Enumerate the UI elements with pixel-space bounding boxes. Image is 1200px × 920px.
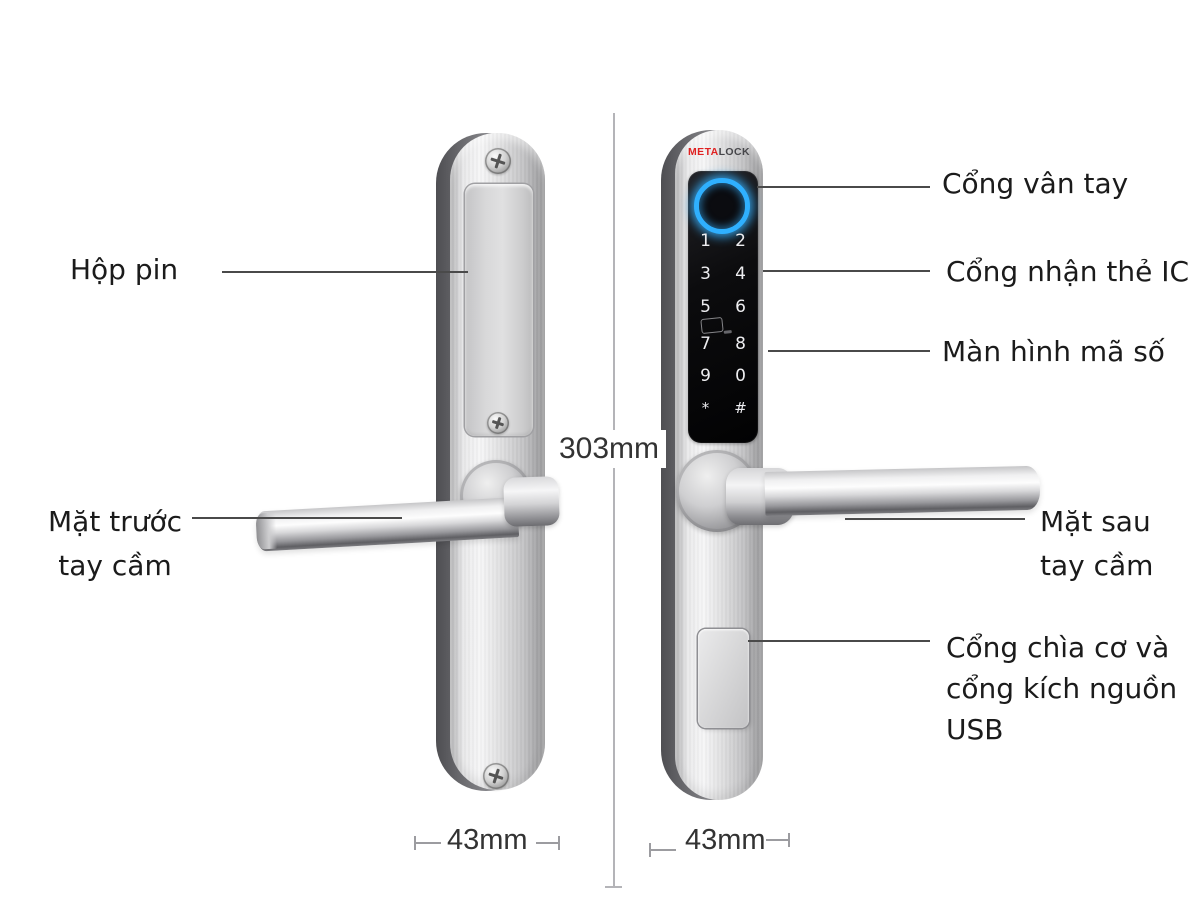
front-handle-end (503, 476, 560, 527)
width-tick-icon (414, 836, 416, 850)
width-tick-icon (788, 833, 790, 847)
label-front-handle: Mặt trước tay cầm (45, 500, 185, 588)
key-usb-port-cover (698, 629, 749, 728)
width-dimension-label-left: 43mm (447, 824, 528, 856)
width-tick-icon (649, 843, 651, 857)
label-key-usb-line1: Cổng chìa cơ và (946, 631, 1170, 664)
brand-logo: METALOCK (675, 146, 763, 158)
width-tick-icon (536, 842, 558, 844)
height-dimension-end-cap (605, 886, 622, 888)
key-hash: # (734, 399, 747, 417)
label-fingerprint: Cổng vân tay (942, 167, 1129, 200)
brand-logo-meta: META (688, 146, 719, 158)
screw-icon (483, 763, 509, 789)
key-1: 1 (700, 231, 711, 251)
leader-line-rear-handle (845, 518, 1025, 520)
key-0: 0 (735, 366, 746, 386)
key-8: 8 (735, 334, 746, 354)
keypad-panel: 1 2 3 4 5 6 7 8 9 0 * # (688, 171, 758, 443)
key-4: 4 (735, 264, 746, 284)
fingerprint-sensor-icon (694, 178, 750, 234)
width-dimension-label-right: 43mm (685, 824, 766, 856)
key-5: 5 (700, 297, 711, 317)
keypad-row: 7 8 (688, 334, 758, 354)
label-key-usb: Cổng chìa cơ và cổng kích nguồn USB (946, 627, 1177, 750)
height-dimension-line (613, 113, 615, 887)
label-rear-handle-line1: Mặt sau (1040, 505, 1151, 538)
key-7: 7 (700, 334, 711, 354)
label-key-usb-line3: USB (946, 713, 1004, 746)
ic-card-zone-icon (700, 316, 724, 335)
key-9: 9 (700, 366, 711, 386)
leader-line-code-screen (768, 350, 930, 352)
label-ic-card: Cổng nhận thẻ IC (946, 255, 1190, 288)
screw-icon (485, 148, 511, 174)
key-star: * (701, 399, 710, 417)
keypad-row: 5 6 (688, 297, 758, 317)
label-code-screen: Màn hình mã số (942, 335, 1165, 368)
key-3: 3 (700, 264, 711, 284)
rear-handle (764, 465, 1041, 516)
width-tick-icon (651, 849, 676, 851)
width-tick-icon (766, 839, 788, 841)
leader-line-fingerprint (757, 186, 930, 188)
label-rear-handle: Mặt sau tay cầm (1040, 500, 1153, 588)
key-2: 2 (735, 231, 746, 251)
screw-icon (487, 412, 509, 434)
leader-line-battery (222, 271, 468, 273)
label-front-handle-line1: Mặt trước (48, 505, 182, 538)
battery-compartment-panel (465, 184, 533, 436)
height-dimension-label: 303mm (552, 430, 667, 468)
width-tick-icon (416, 842, 441, 844)
leader-line-key-usb (748, 640, 930, 642)
leader-line-ic-card (763, 270, 930, 272)
leader-line-front-handle (192, 517, 402, 519)
label-front-handle-line2: tay cầm (58, 549, 172, 582)
key-6: 6 (735, 297, 746, 317)
keypad-row: * # (688, 399, 758, 417)
keypad-row: 3 4 (688, 264, 758, 284)
label-rear-handle-line2: tay cầm (1040, 549, 1154, 582)
keypad-row: 1 2 (688, 231, 758, 251)
keypad-row: 9 0 (688, 366, 758, 386)
label-key-usb-line2: cổng kích nguồn (946, 672, 1178, 705)
width-tick-icon (558, 836, 560, 850)
label-battery: Hộp pin (70, 253, 179, 286)
brand-logo-lock: LOCK (718, 146, 750, 158)
